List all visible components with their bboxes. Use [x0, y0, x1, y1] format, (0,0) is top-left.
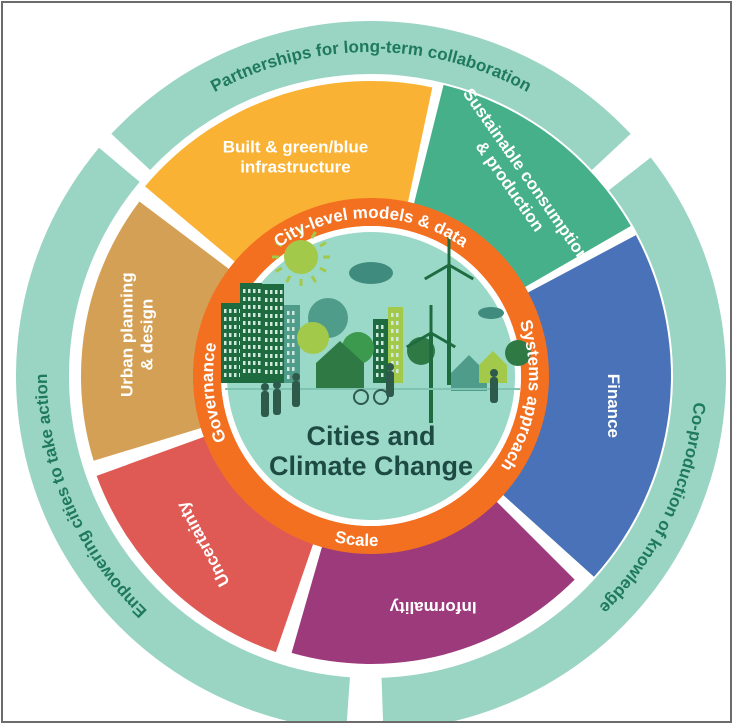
svg-text:Built & green/blue: Built & green/blue: [223, 138, 368, 157]
tree-icon: [297, 322, 329, 354]
person-icon: [386, 363, 394, 397]
center-circle: [227, 232, 515, 520]
tree-icon: [505, 340, 531, 366]
segment-label: Urban planning& design: [118, 272, 157, 397]
person-icon: [273, 381, 281, 415]
inner-ring-label: Scale: [333, 527, 378, 550]
segment: [96, 436, 314, 653]
segment-label: Informality: [389, 598, 476, 617]
building-icon: [221, 303, 243, 383]
cloud-icon: [478, 307, 504, 319]
segment: [81, 201, 231, 461]
wind-turbine-icon: [406, 305, 456, 423]
outer-ring-segment: [16, 147, 350, 721]
cities-climate-diagram: Partnerships for long-term collaboration…: [16, 21, 726, 721]
segment: [413, 84, 631, 288]
person-icon: [292, 373, 300, 407]
outer-ring-segment: [111, 21, 631, 171]
segment: [291, 500, 575, 664]
house-icon: [479, 351, 507, 383]
outer-ring-segment: [381, 157, 726, 721]
center-title-line1: Cities and: [306, 421, 435, 451]
cityscape-illustration: [221, 228, 531, 423]
svg-text:Informality: Informality: [389, 598, 476, 617]
svg-text:& design: & design: [138, 299, 157, 371]
diagram-shapes: [16, 21, 726, 721]
house-icon: [451, 355, 487, 391]
house-icon: [316, 341, 364, 388]
svg-text:Finance: Finance: [604, 374, 623, 438]
inner-ring: [193, 198, 549, 554]
person-icon: [490, 369, 498, 403]
building-icon: [373, 319, 388, 383]
center-title-line2: Climate Change: [269, 451, 473, 481]
wind-turbine-icon: [424, 237, 474, 385]
bicycle-icon: [353, 389, 389, 405]
segment: [145, 81, 433, 263]
sun-icon: [272, 228, 330, 286]
cloud-icon: [349, 262, 393, 284]
segment-label: Finance: [604, 374, 623, 438]
person-icon: [261, 383, 269, 417]
svg-text:Urban planning: Urban planning: [118, 272, 137, 397]
segment: [501, 235, 671, 577]
svg-text:infrastructure: infrastructure: [240, 158, 351, 177]
